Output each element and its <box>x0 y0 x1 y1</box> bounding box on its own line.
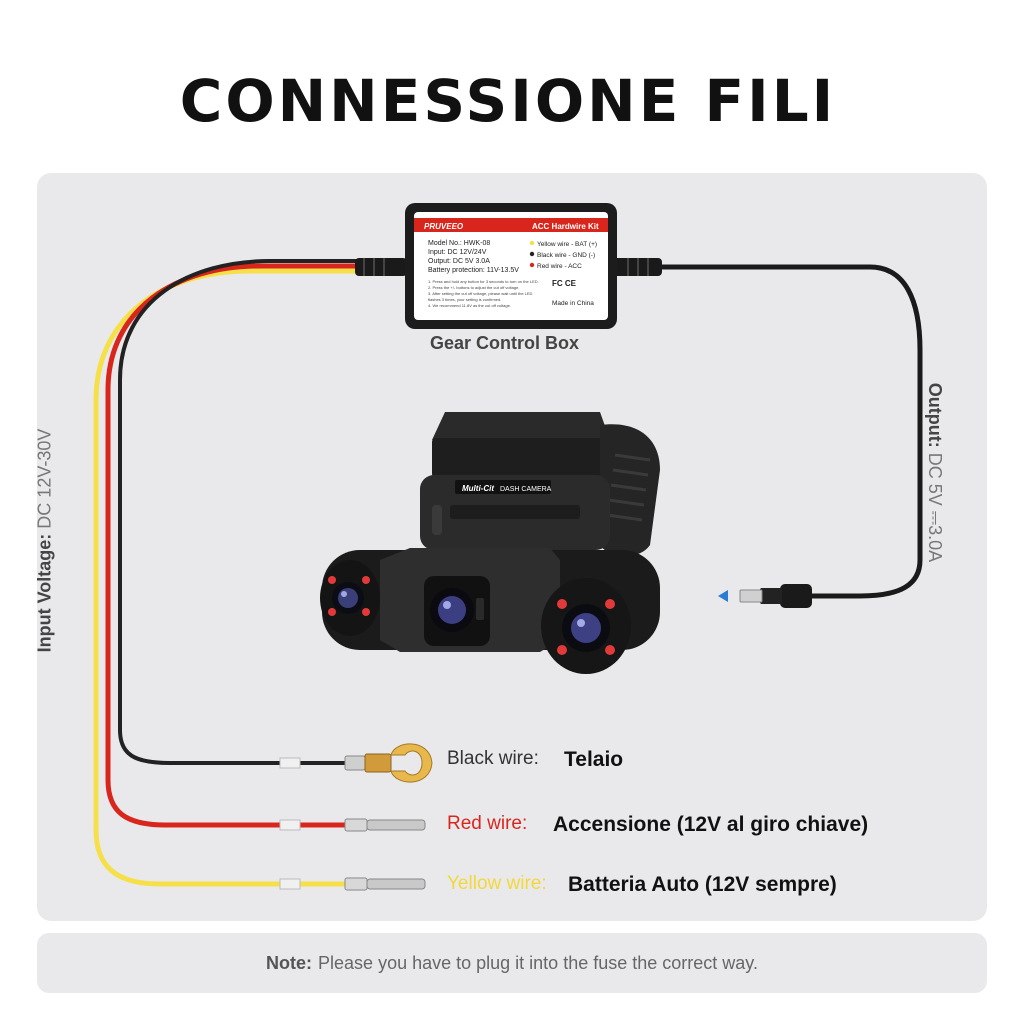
control-box: PRUVEEO ACC Hardwire Kit Model No.: HWK-… <box>405 203 617 329</box>
output-value: DC 5V ⎓3.0A <box>925 452 946 563</box>
brand-text: PRUVEEO <box>424 222 464 231</box>
instruction-text: 2. Press the +/- buttons to adjust the c… <box>428 285 519 290</box>
spec-text: Battery protection: 11V-13.5V <box>428 267 519 274</box>
pin-terminal-red <box>344 818 426 832</box>
output-key: Output: <box>925 382 946 448</box>
cert-text: FC CE <box>552 279 577 288</box>
mini-usb-plug <box>739 584 812 608</box>
page-title: CONNESSIONE FILI <box>179 66 837 135</box>
strain-relief-left <box>355 258 407 276</box>
red-wire-label: Red wire: <box>447 813 528 834</box>
instruction-text: 3. After setting the cut off voltage, pl… <box>428 291 533 296</box>
legend-text: Yellow wire - BAT (+) <box>537 241 597 248</box>
arrow-icon <box>718 590 728 602</box>
instruction-text: flashes 3 times, your setting is confirm… <box>428 297 501 302</box>
spec-text: Input: DC 12V/24V <box>428 249 487 256</box>
spec-text: Output: DC 5V 3.0A <box>428 258 490 265</box>
note-panel: Note: Please you have to plug it into th… <box>37 933 987 993</box>
input-voltage-label: Input Voltage: DC 12V-30V <box>34 429 55 653</box>
red-wire <box>105 263 372 828</box>
pin-terminal-yellow <box>344 877 426 891</box>
output-cable <box>655 264 923 599</box>
wire-sleeve <box>279 757 301 769</box>
red-wire-desc: Accensione (12V al giro chiave) <box>553 813 869 836</box>
camera-model-label: DASH CAMERA <box>500 486 552 493</box>
yellow-wire-label: Yellow wire: <box>447 873 547 894</box>
legend-text: Black wire - GND (-) <box>537 252 595 259</box>
title-box: CONNESSIONE FILI <box>157 41 859 160</box>
fork-terminal <box>344 743 433 783</box>
origin-text: Made in China <box>552 300 594 307</box>
spec-text: Model No.: HWK-08 <box>428 240 490 247</box>
note-text: Please you have to plug it into the fuse… <box>318 952 758 973</box>
instruction-text: 1. Press and hold any button for 3 secon… <box>428 279 539 284</box>
black-wire <box>118 259 372 765</box>
black-wire-desc: Telaio <box>564 748 624 771</box>
output-label: Output: DC 5V ⎓3.0A <box>924 383 945 562</box>
note-label: Note: <box>266 952 313 973</box>
instruction-text: 4. We recommend 11.8V as the cut off vol… <box>428 303 511 308</box>
legend-text: Red wire - ACC <box>537 263 582 270</box>
input-voltage-key: Input Voltage: <box>34 533 55 653</box>
strain-relief-right <box>610 258 662 276</box>
kit-name-text: ACC Hardwire Kit <box>532 222 599 231</box>
camera-badge: Multi-Cit <box>462 484 494 493</box>
wire-sleeve <box>279 819 301 831</box>
input-voltage-value: DC 12V-30V <box>34 428 55 529</box>
black-wire-label: Black wire: <box>447 748 539 769</box>
yellow-wire-desc: Batteria Auto (12V sempre) <box>568 873 837 896</box>
wire-sleeve <box>279 878 301 890</box>
control-box-caption: Gear Control Box <box>430 333 580 353</box>
dash-camera: Multi-Cit DASH CAMERA <box>320 412 660 674</box>
